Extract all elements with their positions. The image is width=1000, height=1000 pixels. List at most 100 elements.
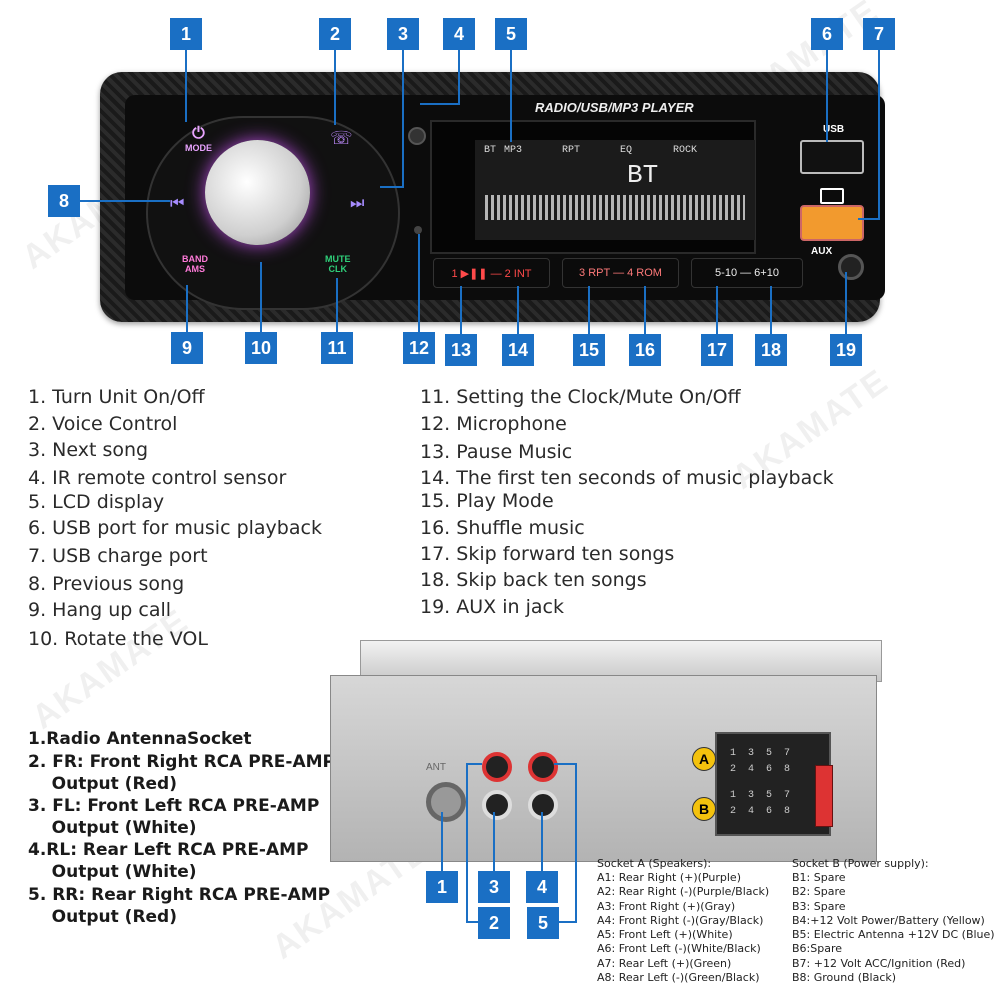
callout-9: 9 (171, 332, 203, 364)
callout-8: 8 (48, 185, 80, 217)
feature-item: 5. LCD display (28, 491, 165, 513)
lcd-main-text: BT (627, 160, 659, 190)
feature-item: 19. AUX in jack (420, 596, 564, 618)
watermark: AKAMATE (25, 601, 196, 737)
feature-item: 3. Next song (28, 439, 149, 461)
microphone (414, 226, 422, 234)
rca-front-right[interactable] (482, 752, 512, 782)
rear-item: Output (Red) (28, 774, 177, 794)
socket-a-item: A5: Front Left (+)(White) (597, 928, 733, 941)
callout-1: 1 (170, 18, 202, 50)
socket-a-badge: A (692, 747, 716, 771)
rca-rear-right[interactable] (528, 752, 558, 782)
aux-label: AUX (811, 246, 833, 257)
callout-19: 19 (830, 334, 862, 366)
socket-b-item: B2: Spare (792, 885, 846, 898)
charge-icon (820, 188, 844, 204)
socket-b-item: B4:+12 Volt Power/Battery (Yellow) (792, 914, 985, 927)
callout-17: 17 (701, 334, 733, 366)
feature-item: 14. The first ten seconds of music playb… (420, 467, 834, 489)
usb-charge-port[interactable] (800, 205, 864, 241)
lcd-indicator-rock: ROCK (673, 145, 698, 156)
socket-b-item: B3: Spare (792, 900, 846, 913)
callout-10: 10 (245, 332, 277, 364)
callout-4: 4 (443, 18, 475, 50)
rear-item: Output (White) (28, 818, 197, 838)
feature-item: 1. Turn Unit On/Off (28, 386, 205, 408)
callout-16: 16 (629, 334, 661, 366)
feature-item: 2. Voice Control (28, 413, 178, 435)
lcd-indicator-mp3: MP3 (504, 145, 523, 156)
ams-label: AMS (185, 264, 205, 274)
fuse (815, 765, 833, 827)
callout-3: 3 (387, 18, 419, 50)
socket-a-item: A4: Front Right (-)(Gray/Black) (597, 914, 764, 927)
rear-item: 2. FR: Front Right RCA PRE-AMP (28, 752, 335, 772)
callout-6: 6 (811, 18, 843, 50)
socket-a-pins: 2 4 6 8 (730, 764, 791, 775)
callout-13: 13 (445, 334, 477, 366)
feature-item: 9. Hang up call (28, 599, 172, 621)
rear-callout-3: 3 (478, 871, 510, 903)
previous-song-button[interactable]: ⏮ (170, 193, 185, 212)
callout-12: 12 (403, 332, 435, 364)
socket-a-item: A8: Rear Left (-)(Green/Black) (597, 971, 760, 984)
power-icon: ⏻ (192, 125, 205, 142)
feature-item: 17. Skip forward ten songs (420, 543, 675, 565)
band-ams-button[interactable]: BAND AMS (182, 254, 208, 274)
feature-item: 4. IR remote control sensor (28, 467, 287, 489)
callout-11: 11 (321, 332, 353, 364)
feature-item: 13. Pause Music (420, 441, 573, 463)
mode-label: MODE (185, 143, 212, 153)
rear-callout-1: 1 (426, 871, 458, 903)
feature-item: 10. Rotate the VOL (28, 628, 208, 650)
feature-item: 6. USB port for music playback (28, 517, 322, 539)
socket-a-pins: 1 3 5 7 (730, 748, 791, 759)
feature-item: 7. USB charge port (28, 545, 208, 567)
socket-a-item: A7: Rear Left (+)(Green) (597, 957, 732, 970)
feature-item: 11. Setting the Clock/Mute On/Off (420, 386, 741, 408)
socket-b-pins: 2 4 6 8 (730, 806, 791, 817)
rear-item: 3. FL: Front Left RCA PRE-AMP (28, 796, 320, 816)
lcd-indicator-rpt: RPT (562, 145, 581, 156)
preset-button-3-4[interactable]: 3 RPT — 4 ROM (562, 258, 679, 288)
aux-jack[interactable] (838, 254, 864, 280)
preset-button-5-6[interactable]: 5-10 — 6+10 (691, 258, 803, 288)
volume-knob[interactable] (205, 140, 310, 245)
antenna-label: ANT (426, 762, 446, 773)
mute-label: MUTE (325, 254, 351, 264)
socket-a-item: A2: Rear Right (-)(Purple/Black) (597, 885, 770, 898)
callout-14: 14 (502, 334, 534, 366)
next-song-button[interactable]: ⏭ (350, 193, 365, 212)
feature-item: 8. Previous song (28, 573, 185, 595)
antenna-socket[interactable] (426, 782, 466, 822)
feature-item: 16. Shuffle music (420, 517, 585, 539)
lcd-indicator-bt: BT (484, 145, 497, 156)
socket-b-heading: Socket B (Power supply): (792, 857, 929, 870)
socket-a-heading: Socket A (Speakers): (597, 857, 712, 870)
power-button[interactable]: ⏻ MODE (185, 125, 212, 153)
socket-a-item: A6: Front Left (-)(White/Black) (597, 942, 761, 955)
callout-15: 15 (573, 334, 605, 366)
feature-item: 18. Skip back ten songs (420, 569, 647, 591)
feature-item: 15. Play Mode (420, 490, 554, 512)
rear-callout-5: 5 (527, 907, 559, 939)
mute-clk-button[interactable]: MUTE CLK (325, 254, 351, 274)
voice-control-button[interactable]: ☏ (330, 128, 353, 149)
rear-callout-2: 2 (478, 907, 510, 939)
callout-7: 7 (863, 18, 895, 50)
callout-18: 18 (755, 334, 787, 366)
rca-front-left[interactable] (482, 790, 512, 820)
band-label: BAND (182, 254, 208, 264)
rca-rear-left[interactable] (528, 790, 558, 820)
rear-callout-4: 4 (526, 871, 558, 903)
preset-button-1-2[interactable]: 1 ▶❚❚ — 2 INT (433, 258, 550, 288)
feature-item: 12. Microphone (420, 413, 567, 435)
usb-port[interactable] (800, 140, 864, 174)
rear-item: 4.RL: Rear Left RCA PRE-AMP (28, 840, 309, 860)
usb-label: USB (823, 124, 845, 135)
callout-5: 5 (495, 18, 527, 50)
lcd-title: RADIO/USB/MP3 PLAYER (535, 100, 694, 115)
socket-b-item: B6:Spare (792, 942, 843, 955)
socket-a-item: A3: Front Right (+)(Gray) (597, 900, 736, 913)
